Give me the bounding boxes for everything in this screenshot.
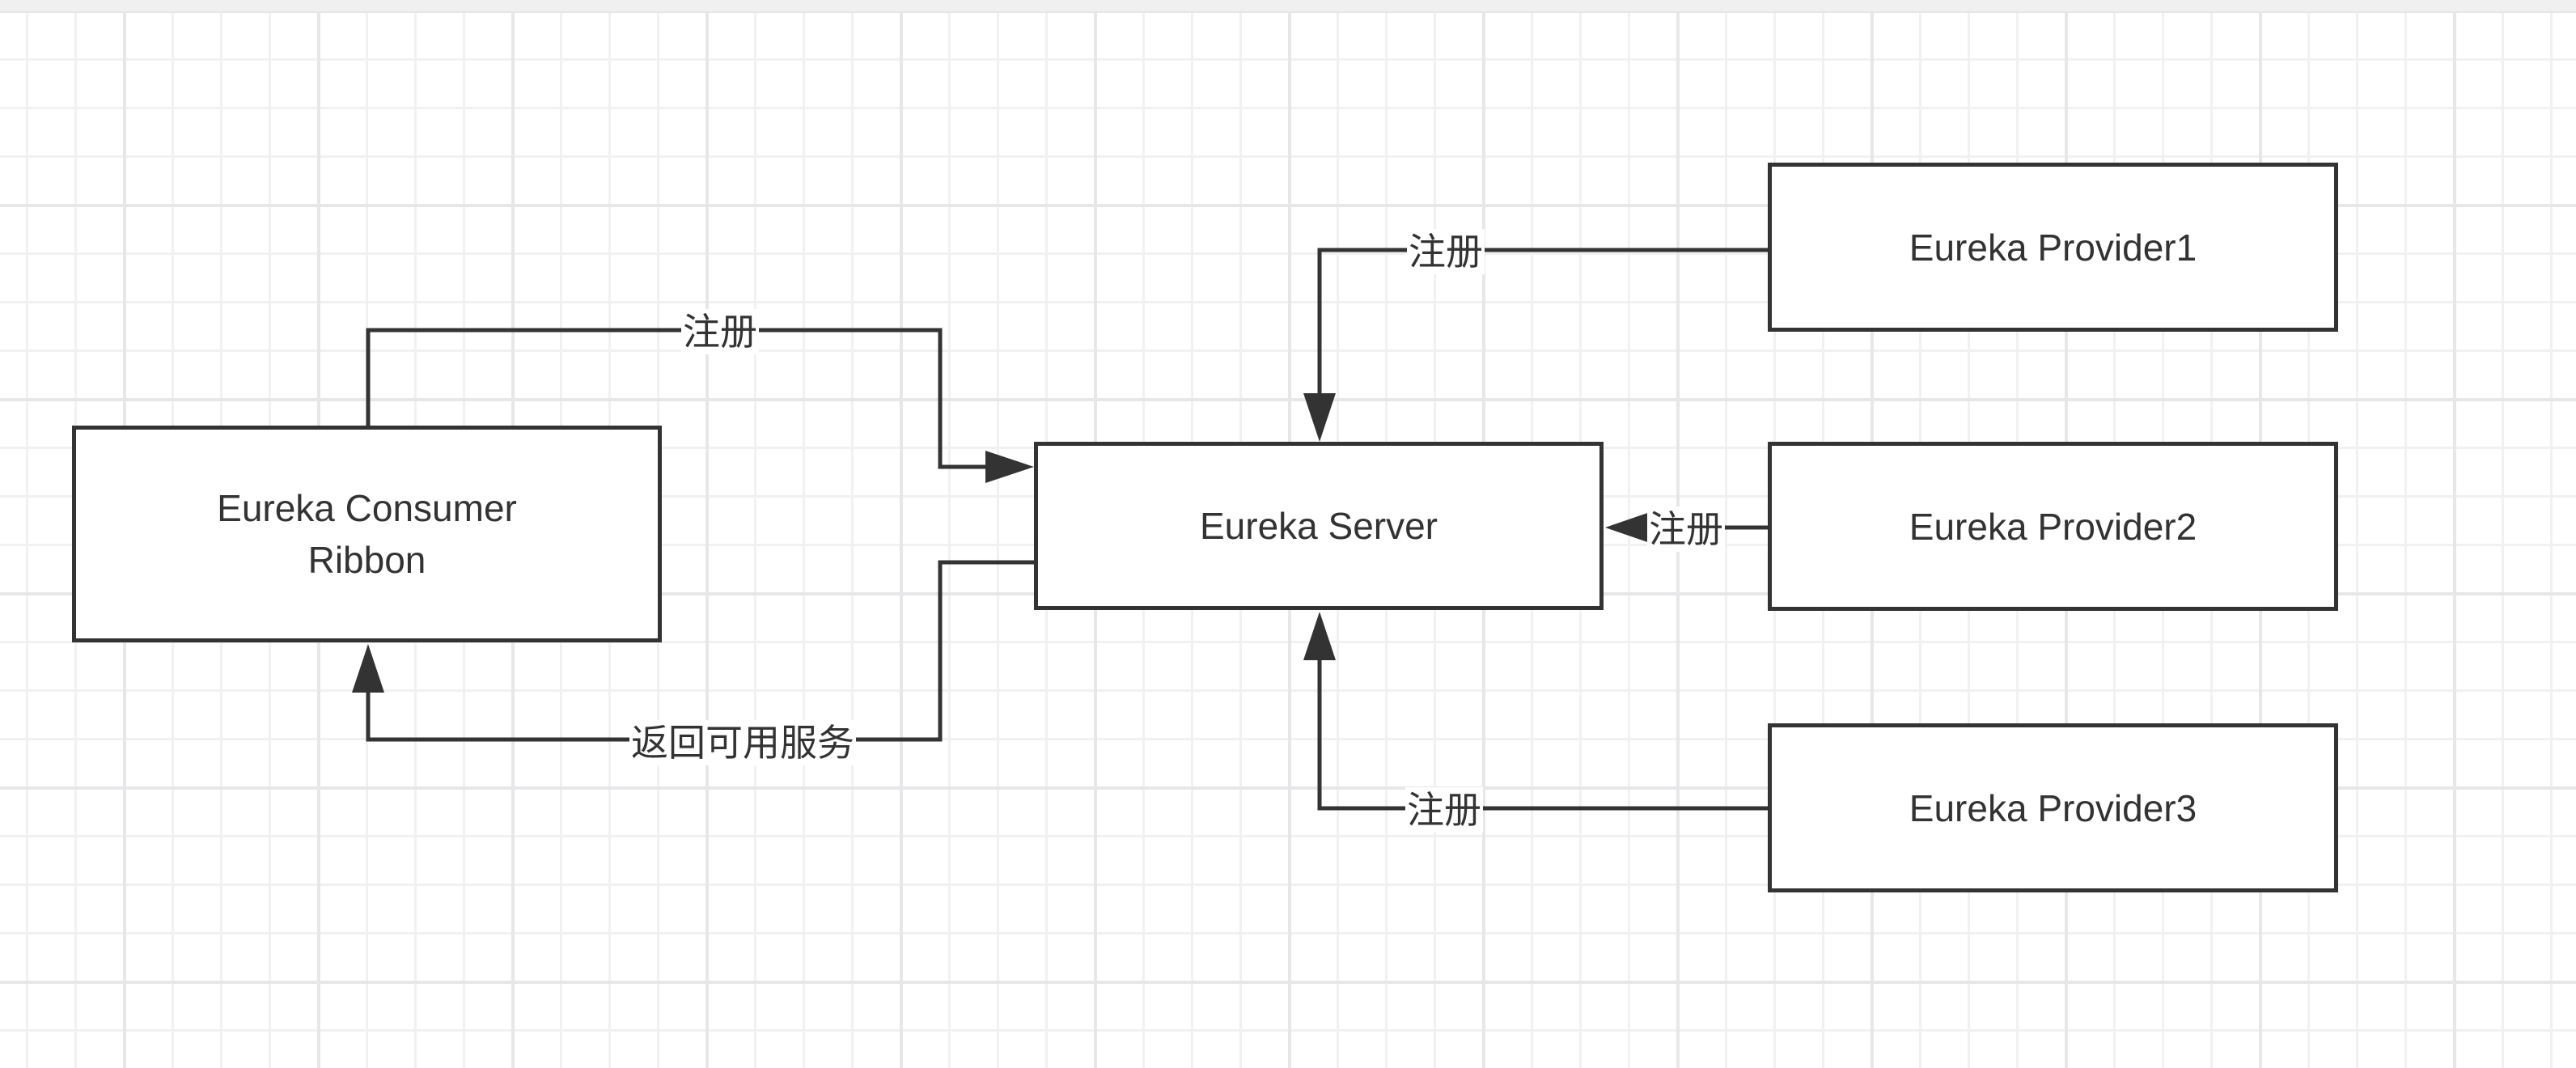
node-label: Eureka Provider2 — [1909, 505, 2197, 548]
edge-provider3-register[interactable] — [1317, 649, 1769, 811]
edge-server-return[interactable] — [366, 560, 1036, 742]
node-eureka-consumer[interactable]: Eureka Consumer Ribbon — [72, 426, 662, 642]
edge-label-provider1-register: 注册 — [1407, 229, 1485, 274]
arrowhead-server-return — [352, 644, 384, 693]
edge-consumer-register[interactable] — [366, 328, 995, 469]
node-label: Eureka Server — [1199, 505, 1438, 547]
arrowhead-provider1-register — [1303, 393, 1336, 442]
edge-provider1-register[interactable] — [1317, 248, 1769, 403]
arrowhead-provider3-register — [1303, 612, 1336, 660]
edge-label-server-return: 返回可用服务 — [629, 720, 856, 765]
node-label: Eureka Consumer Ribbon — [217, 487, 517, 581]
node-label: Eureka Provider1 — [1909, 226, 2197, 269]
edge-label-provider2-register: 注册 — [1647, 506, 1725, 552]
node-label: Eureka Provider3 — [1909, 786, 2197, 829]
canvas-top-bar — [0, 0, 2576, 13]
arrowhead-provider2-register — [1605, 511, 1652, 544]
arrowhead-consumer-register — [985, 451, 1034, 483]
edge-label-provider3-register: 注册 — [1405, 787, 1483, 833]
edge-label-consumer-register: 注册 — [681, 309, 759, 354]
node-eureka-server[interactable]: Eureka Server — [1034, 442, 1604, 610]
node-eureka-provider2[interactable]: Eureka Provider2 — [1768, 442, 2338, 611]
node-eureka-provider1[interactable]: Eureka Provider1 — [1768, 163, 2338, 332]
node-eureka-provider3[interactable]: Eureka Provider3 — [1768, 723, 2338, 892]
